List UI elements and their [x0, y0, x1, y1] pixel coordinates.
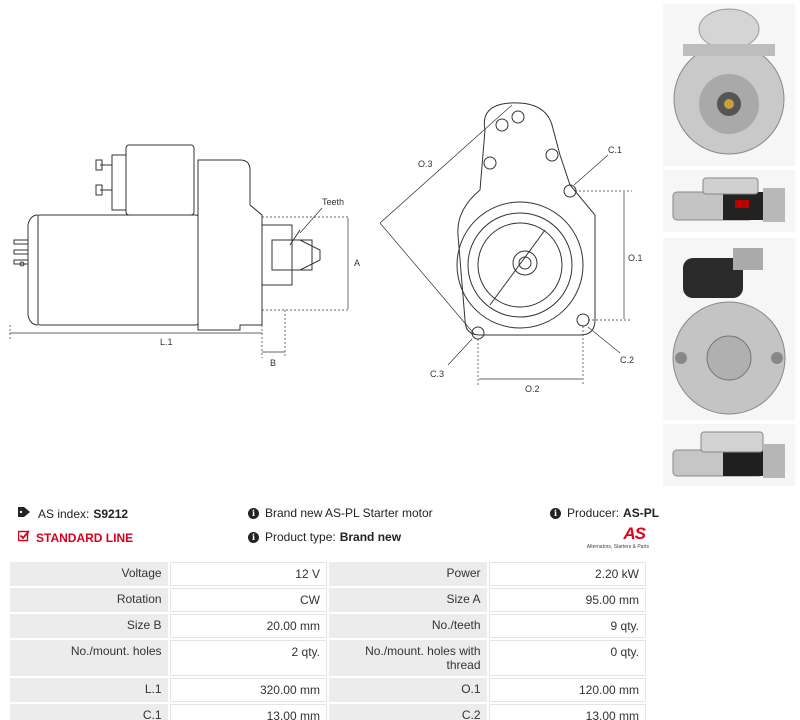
table-row: No./mount. holes 2 qty. No./mount. holes…: [10, 640, 646, 676]
producer-row: i Producer: AS-PL: [550, 506, 659, 520]
logo-tagline: Alternators, Starters & Parts: [586, 544, 649, 550]
spec-key: C.2: [328, 704, 487, 720]
table-row: Voltage 12 V Power 2.20 kW: [10, 562, 646, 586]
spec-value: 12 V: [169, 562, 327, 586]
spec-key: Voltage: [10, 562, 168, 586]
producer-label: Producer:: [567, 506, 620, 520]
spec-value: CW: [169, 588, 327, 612]
product-type-row: i Product type: Brand new: [248, 530, 401, 544]
spec-key: No./mount. holes with thread: [328, 640, 487, 676]
size-b-label: B: [270, 358, 276, 368]
o3-label: O.3: [418, 159, 433, 169]
c1-label: C.1: [608, 145, 622, 155]
length-l1-label: L.1: [160, 337, 173, 347]
o2-label: O.2: [525, 384, 540, 394]
as-index-row: AS index: S9212: [18, 506, 128, 521]
c3-label: C.3: [430, 369, 444, 379]
product-photo-rear[interactable]: [663, 238, 795, 420]
spec-key: Rotation: [10, 588, 168, 612]
table-row: Rotation CW Size A 95.00 mm: [10, 588, 646, 612]
spec-key: No./mount. holes: [10, 640, 168, 676]
spec-value: 120.00 mm: [488, 678, 646, 702]
front-view-drawing: O.3 C.1 O.1 C.2 C.3 O.2: [379, 102, 643, 394]
product-type-value: Brand new: [339, 530, 402, 544]
info-icon: i: [550, 507, 561, 519]
logo-mark: AS: [623, 524, 646, 543]
spec-key: Power: [328, 562, 487, 586]
info-icon: i: [248, 507, 259, 519]
spec-value: 20.00 mm: [169, 614, 327, 638]
standard-line-label: STANDARD LINE: [36, 530, 134, 545]
spec-key: C.1: [10, 704, 168, 720]
size-a-label: A: [354, 258, 360, 268]
spec-value: 13.00 mm: [488, 704, 646, 720]
spec-value: 95.00 mm: [488, 588, 646, 612]
spec-value: 320.00 mm: [169, 678, 327, 702]
as-pl-logo: AS Alternators, Starters & Parts: [585, 524, 649, 552]
table-row: L.1 320.00 mm O.1 120.00 mm: [10, 678, 646, 702]
spec-key: Size A: [328, 588, 487, 612]
info-icon: i: [248, 531, 259, 543]
spec-value: 2 qty.: [169, 640, 327, 676]
as-index-label: AS index:: [38, 506, 90, 521]
spec-value: 2.20 kW: [488, 562, 646, 586]
brand-new-text: Brand new AS-PL Starter motor: [265, 506, 433, 520]
product-photo-front[interactable]: [663, 4, 795, 166]
spec-table: Voltage 12 V Power 2.20 kW Rotation CW S…: [8, 560, 648, 720]
o1-label: O.1: [628, 253, 643, 263]
spec-value: 0 qty.: [488, 640, 646, 676]
table-row: C.1 13.00 mm C.2 13.00 mm: [10, 704, 646, 720]
checkbox-icon: [17, 530, 30, 545]
product-photo-side[interactable]: [663, 170, 795, 232]
spec-key: No./teeth: [328, 614, 487, 638]
table-row: Size B 20.00 mm No./teeth 9 qty.: [10, 614, 646, 638]
spec-value: 13.00 mm: [169, 704, 327, 720]
c2-label: C.2: [620, 355, 634, 365]
as-index-value: S9212: [93, 506, 129, 521]
product-photo-top[interactable]: [663, 424, 795, 486]
producer-value: AS-PL: [623, 506, 660, 520]
product-type-label: Product type:: [265, 530, 336, 544]
spec-key: O.1: [328, 678, 487, 702]
tag-icon: [18, 506, 32, 521]
spec-key: L.1: [10, 678, 168, 702]
teeth-label: Teeth: [322, 197, 344, 207]
side-view-drawing: Teeth A L.1 B: [9, 144, 360, 368]
spec-key: Size B: [10, 614, 168, 638]
spec-value: 9 qty.: [488, 614, 646, 638]
brand-new-row: i Brand new AS-PL Starter motor: [248, 506, 433, 520]
standard-line-row: STANDARD LINE: [17, 530, 134, 545]
